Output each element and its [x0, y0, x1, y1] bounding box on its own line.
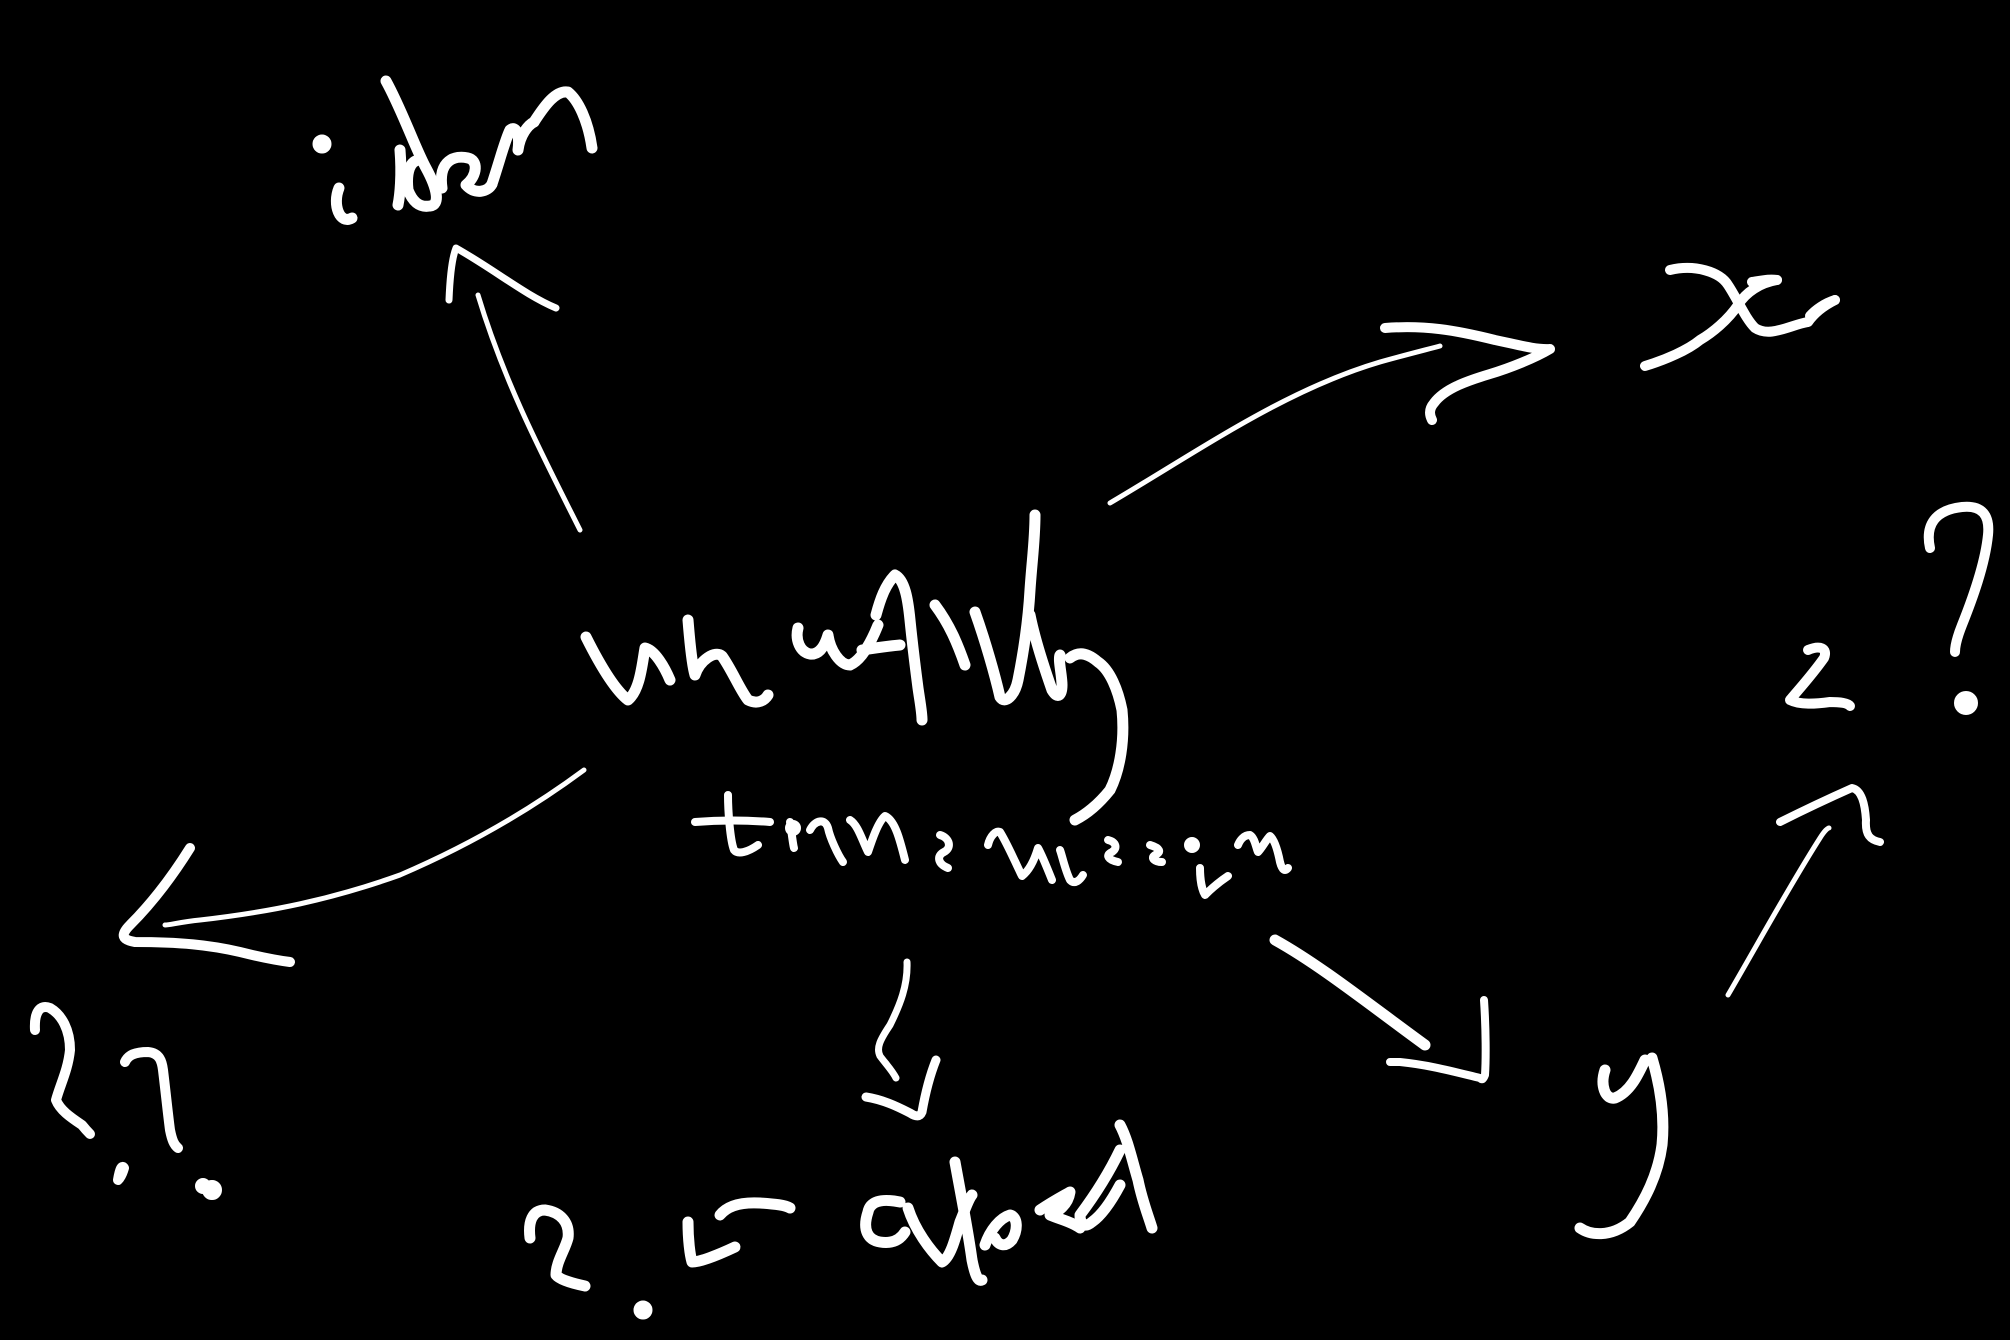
node-x: x	[1640, 262, 1840, 371]
node-question-pair: ?,?	[29, 1002, 222, 1200]
arrow-center-to-y	[1269, 934, 1490, 1084]
arrow-center-to-idea	[445, 244, 583, 533]
node-abcd: abcd	[524, 1119, 1158, 1320]
arrow-center-to-abcd	[861, 958, 941, 1121]
node-z-question: z ?	[1785, 501, 1994, 715]
node-idea: idea	[312, 75, 598, 225]
node-uncertainty: uncertainty	[580, 509, 1129, 826]
arrow-center-to-x	[1107, 322, 1555, 506]
arrow-y-to-z	[1725, 784, 1884, 998]
node-transmission: transmission	[691, 791, 1292, 899]
arrow-center-to-left	[118, 767, 587, 967]
node-y: y	[1574, 1052, 1669, 1240]
